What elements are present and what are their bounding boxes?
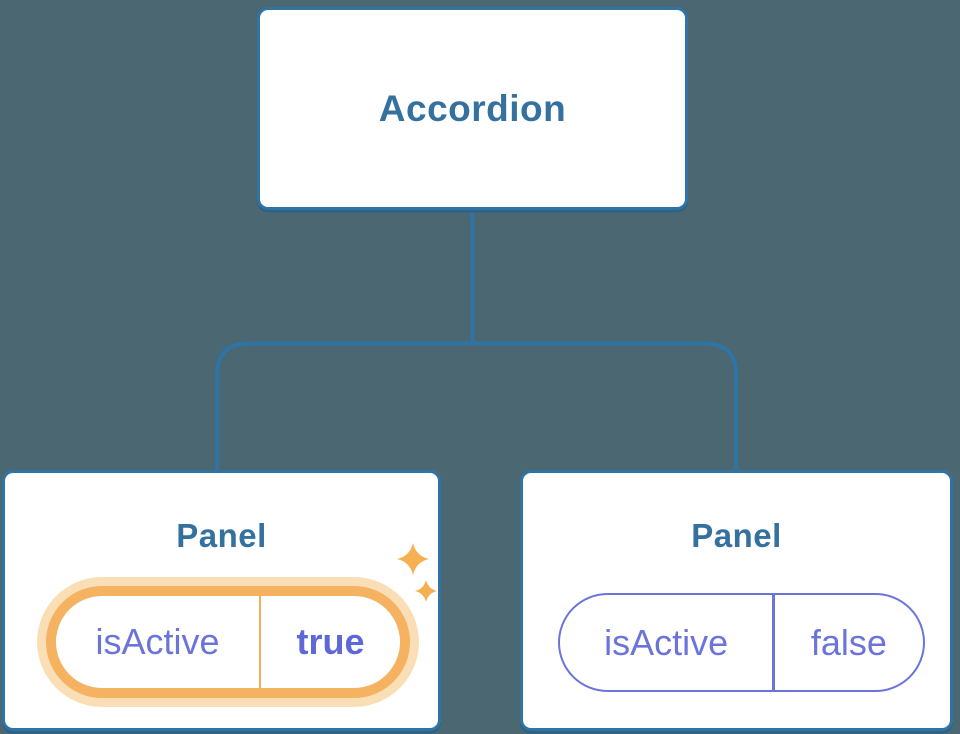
prop-name: isActive xyxy=(604,621,729,663)
prop-value: true xyxy=(296,621,365,662)
pill-divider xyxy=(258,596,261,688)
prop-pill-active: isActive true xyxy=(46,586,410,698)
prop-pill-inactive: isActive false xyxy=(558,593,925,692)
connector-branch xyxy=(215,341,738,471)
pill-divider xyxy=(772,595,775,690)
sparkle-small-icon xyxy=(415,580,437,602)
panel-title: Panel xyxy=(176,517,267,554)
accordion-node: Accordion xyxy=(257,7,688,210)
prop-value: false xyxy=(810,621,887,663)
prop-name: isActive xyxy=(95,621,220,662)
accordion-node-label: Accordion xyxy=(378,87,567,129)
panel-title: Panel xyxy=(691,517,782,554)
panel-node-inactive: Panel isActive false xyxy=(520,470,953,731)
panel-node-active: Panel isActive true xyxy=(2,470,441,731)
